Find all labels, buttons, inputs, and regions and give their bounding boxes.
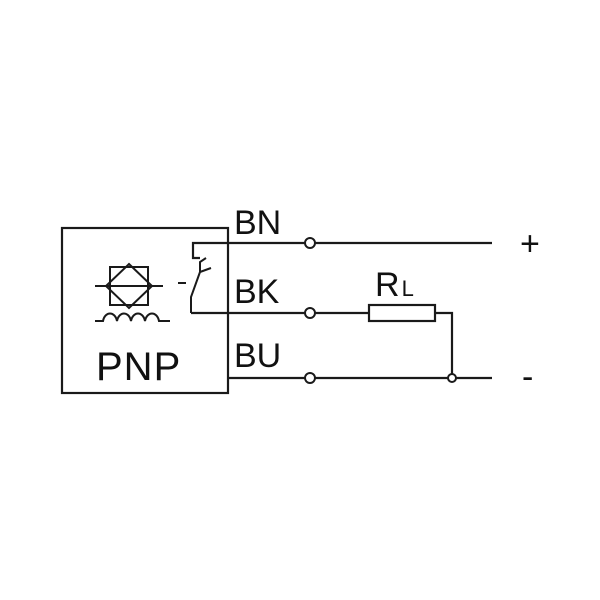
proximity-sensor-icon — [95, 262, 163, 310]
label-load-sub: L — [402, 276, 414, 301]
label-bn: BN — [234, 204, 281, 242]
junction-dot — [447, 373, 457, 383]
load-resistor — [367, 303, 437, 323]
label-bu: BU — [234, 337, 281, 375]
terminal-bk — [304, 307, 316, 319]
terminal-bn — [304, 237, 316, 249]
label-bk: BK — [234, 273, 280, 311]
wire-bn — [191, 241, 492, 260]
sensor-housing — [60, 226, 230, 395]
label-negative: - — [522, 358, 533, 396]
label-load-main: R — [375, 266, 400, 304]
switch-contact-icon — [190, 257, 212, 313]
coil-icon — [95, 312, 170, 322]
wire-load-return — [435, 311, 454, 378]
label-pnp: PNP — [96, 345, 181, 389]
label-positive: + — [520, 225, 540, 263]
terminal-bu — [304, 372, 316, 384]
label-load: RL — [375, 266, 414, 304]
